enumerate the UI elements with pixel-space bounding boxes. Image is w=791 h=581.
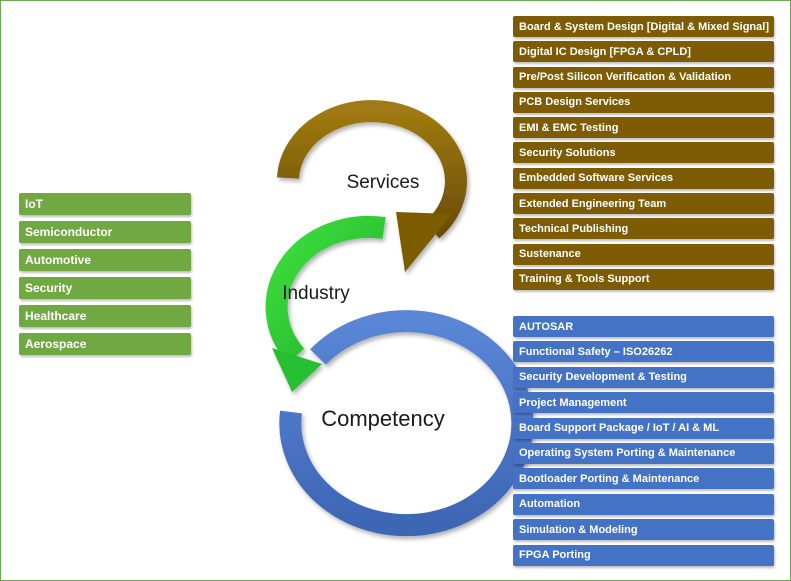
services-item: Training & Tools Support xyxy=(513,268,774,290)
services-item: EMI & EMC Testing xyxy=(513,117,774,139)
competency-item: Operating System Porting & Maintenance xyxy=(513,442,774,464)
industry-item: IoT xyxy=(19,193,191,215)
services-item: Technical Publishing xyxy=(513,218,774,240)
services-arrow xyxy=(277,100,467,272)
services-item: Sustenance xyxy=(513,243,774,265)
competency-ring xyxy=(279,310,534,537)
competency-item: Automation xyxy=(513,493,774,515)
competency-item: Project Management xyxy=(513,392,774,414)
competency-item: FPGA Porting xyxy=(513,544,774,566)
services-item: PCB Design Services xyxy=(513,91,774,113)
competency-item: Bootloader Porting & Maintenance xyxy=(513,468,774,490)
industry-item: Security xyxy=(19,277,191,299)
industry-item: Aerospace xyxy=(19,333,191,355)
services-item: Board & System Design [Digital & Mixed S… xyxy=(513,16,774,37)
services-item: Security Solutions xyxy=(513,142,774,164)
services-label: Services xyxy=(347,172,420,193)
industry-label: Industry xyxy=(282,283,350,304)
services-item: Embedded Software Services xyxy=(513,167,774,189)
competency-item: Security Development & Testing xyxy=(513,366,774,388)
industry-arrow xyxy=(265,215,386,392)
competency-item: Simulation & Modeling xyxy=(513,519,774,541)
industry-item: Healthcare xyxy=(19,305,191,327)
competency-item: AUTOSAR xyxy=(513,316,774,337)
services-item: Extended Engineering Team xyxy=(513,193,774,215)
services-item: Pre/Post Silicon Verification & Validati… xyxy=(513,66,774,88)
competency-item: Board Support Package / IoT / AI & ML xyxy=(513,417,774,439)
competency-item: Functional Safety – ISO26262 xyxy=(513,341,774,363)
services-list: Board & System Design [Digital & Mixed S… xyxy=(513,16,774,294)
industry-item: Automotive xyxy=(19,249,191,271)
services-item: Digital IC Design [FPGA & CPLD] xyxy=(513,41,774,63)
industry-item: Semiconductor xyxy=(19,221,191,243)
competency-label: Competency xyxy=(321,406,445,431)
